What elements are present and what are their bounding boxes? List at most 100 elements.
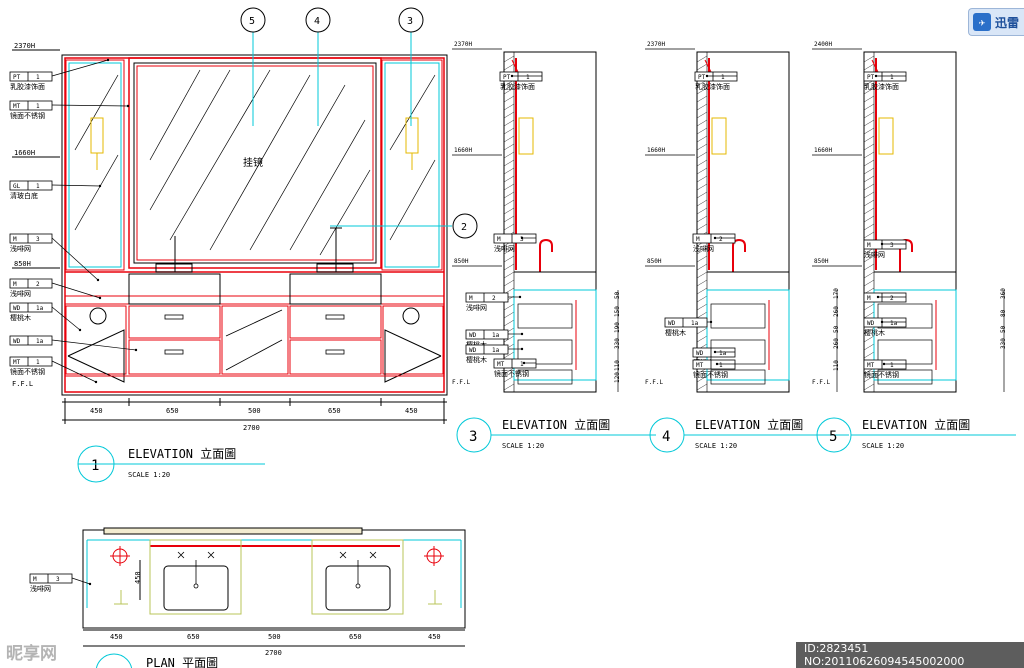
section4-dim-1: 170	[833, 288, 840, 299]
main-tag-4-code: M	[13, 236, 17, 243]
plan-dim-3: 500	[268, 633, 281, 641]
section3-tag-1-desc: 乳胶漆饰面	[500, 82, 535, 91]
section3-tag-3-code: M	[469, 295, 473, 302]
section3-dim-6: 120	[614, 372, 621, 383]
plan-title-text: PLAN 平面圖	[146, 656, 218, 668]
callout-2: 2	[461, 222, 467, 233]
section5-tag-1-num: 1	[890, 74, 894, 81]
section3-tag-6-code: MT	[497, 361, 505, 368]
main-tag-3-code: GL	[13, 183, 21, 190]
section5-tag-5-desc: 镜面不锈钢	[864, 370, 899, 379]
section3-tag-4-num: 1a	[492, 332, 500, 339]
plan-dim-total: 2700	[265, 649, 282, 657]
section3-tag-5-code: WD	[469, 347, 477, 354]
plan-tag-num: 3	[56, 576, 60, 583]
section3-tag-6-num: 1	[520, 361, 524, 368]
section5-tag-5-code: MT	[867, 362, 875, 369]
section3-tag-3-num: 2	[492, 295, 496, 302]
main-tag-3-num: 1	[36, 183, 40, 190]
section5-title-text: ELEVATION 立面圖	[862, 417, 970, 432]
section4-tag-5-code: MT	[696, 362, 704, 369]
section5-tag-2-code: M	[867, 242, 871, 249]
section3-tag-5-desc: 樱桃木	[466, 355, 487, 364]
section3-tag-2-code: M	[497, 236, 501, 243]
main-tag-7-num: 1a	[36, 338, 44, 345]
section4-tag-4-code: WD	[696, 350, 704, 357]
main-tag-8-code: MT	[13, 359, 21, 366]
main-title-text: ELEVATION 立面圖	[128, 446, 236, 461]
section3-dim-2: 150	[614, 306, 621, 317]
section3-title-number: 3	[469, 429, 477, 445]
section3-title-text: ELEVATION 立面圖	[502, 417, 610, 432]
plan-dim-5: 450	[428, 633, 441, 641]
section3-height-height: 2370H	[454, 41, 472, 48]
section4-tag-1-code: PT	[698, 74, 706, 81]
plan-tag-code: M	[33, 576, 37, 583]
section4-tag-3-num: 1a	[691, 320, 699, 327]
section4-title-text: ELEVATION 立面圖	[695, 417, 803, 432]
height-mark-2370: 2370H	[14, 42, 35, 50]
section4-ffl: F.F.L	[645, 379, 663, 386]
plan-dim-2: 650	[187, 633, 200, 641]
main-tag-8-num: 1	[36, 359, 40, 366]
section5-tag-3-num: 2	[890, 295, 894, 302]
section4-tag-2-num: 2	[719, 236, 723, 243]
callout-5: 5	[249, 16, 255, 27]
watermark-logo: 昵享网	[6, 644, 57, 664]
main-title-number: 1	[91, 458, 99, 474]
section5-tag-5-num: 1	[890, 362, 894, 369]
section4-tag-3-code: WD	[668, 320, 676, 327]
section5-ffl: F.F.L	[812, 379, 830, 386]
callout-3: 3	[407, 16, 413, 27]
section5-title-scale: SCALE 1:20	[862, 442, 904, 450]
section5-tag-2-desc: 浅啡网	[864, 250, 885, 259]
section3-tag-6-desc: 镜面不锈钢	[494, 369, 529, 378]
section5-height-low: 850H	[814, 258, 829, 265]
section3-height-mid: 1660H	[454, 147, 472, 154]
section5-dim-2: 80	[1000, 309, 1007, 317]
section4-title-number: 4	[662, 429, 670, 445]
plan-side-dim: 450	[134, 571, 142, 584]
section3-dim-3: 190	[614, 322, 621, 333]
callout-circles: 5 4 3 2	[240, 7, 478, 239]
brand-badge[interactable]: ✈ 迅雷	[968, 8, 1024, 36]
main-elevation	[61, 32, 452, 424]
height-mark-850: 850H	[14, 260, 31, 268]
section3-title-scale: SCALE 1:20	[502, 442, 544, 450]
callout-4: 4	[314, 16, 320, 27]
main-tag-4-desc: 浅啡网	[10, 244, 31, 253]
watermark-id-bar: ID:2823451 NO:20110626094545002000	[796, 642, 1024, 668]
section3-dim-5: 110	[614, 360, 621, 371]
main-tag-2-num: 1	[36, 103, 40, 110]
section4-tag-2-desc: 浅啡网	[693, 244, 714, 253]
main-tag-7-code: WD	[13, 338, 21, 345]
dim-4: 650	[328, 407, 341, 415]
section4-tag-5-desc: 镜面不锈钢	[693, 370, 728, 379]
section5-tag-1-desc: 乳胶漆饰面	[864, 82, 899, 91]
brand-text: 迅雷	[995, 15, 1020, 30]
section3-tag-1-num: 1	[526, 74, 530, 81]
section3-tag-4-desc: 樱桃木	[466, 340, 487, 349]
section3-tag-2-num: 3	[520, 236, 524, 243]
section5-tag-3-code: M	[867, 295, 871, 302]
section4-dim-3: 50	[833, 325, 840, 333]
section4-height-mid: 1660H	[647, 147, 665, 154]
mirror-label: 挂镜	[243, 156, 263, 169]
